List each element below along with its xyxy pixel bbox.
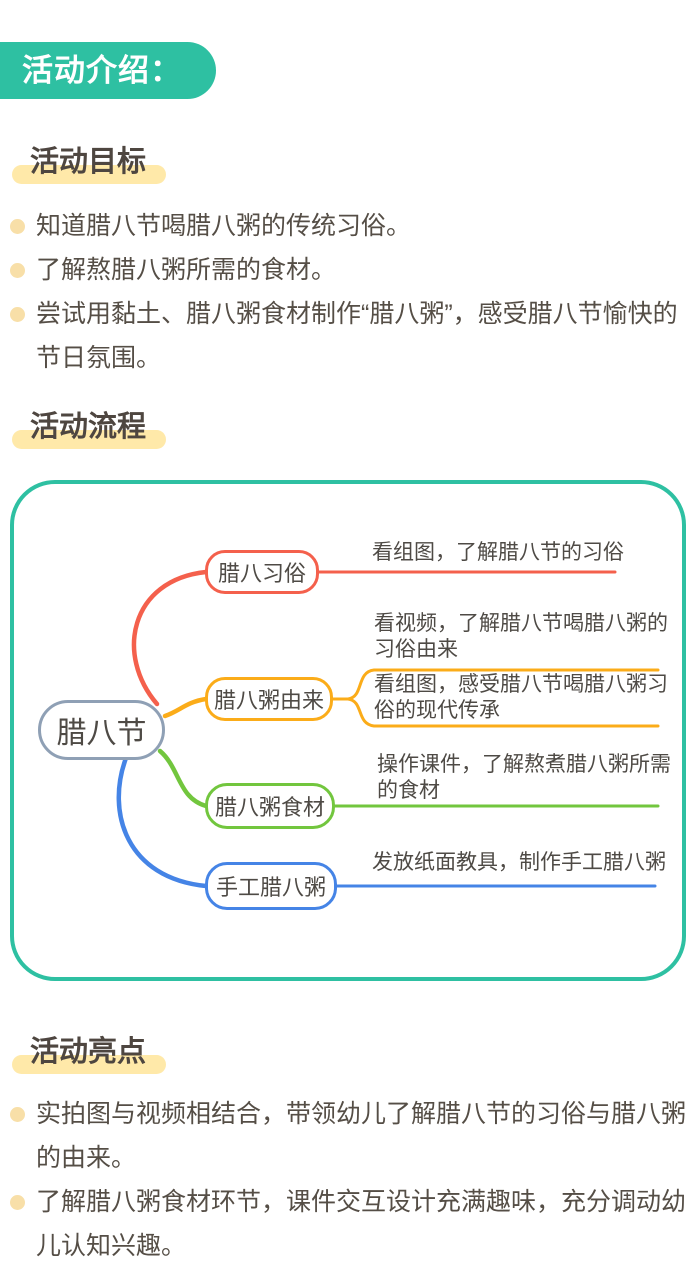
goal-text: 尝试用黏土、腊八粥食材制作“腊八粥”，感受腊八节愉快的节日氛围。 xyxy=(36,300,678,372)
list-item: 了解熬腊八粥所需的食材。 xyxy=(10,248,688,292)
bullet-dot-icon xyxy=(10,263,25,278)
goal-text: 知道腊八节喝腊八粥的传统习俗。 xyxy=(36,212,412,240)
goals-list: 知道腊八节喝腊八粥的传统习俗。 了解熬腊八粥所需的食材。 尝试用黏土、腊八粥食材… xyxy=(10,204,688,380)
bullet-dot-icon xyxy=(10,1195,25,1210)
branch4-curve xyxy=(116,755,209,889)
mindmap-leaf-text: 看组图，感受腊八节喝腊八粥习俗的现代传承 xyxy=(374,673,668,722)
section-title-highlights: 活动亮点 xyxy=(11,1028,167,1074)
intro-badge: 活动介绍： xyxy=(0,42,216,99)
mindmap: 腊八节 腊八习俗 腊八粥由来 腊八粥食材 手工腊八粥 看组图，了解腊八节的习俗 … xyxy=(10,480,686,981)
highlight-text: 了解腊八粥食材环节，课件交互设计充满趣味，充分调动幼儿认知兴趣。 xyxy=(36,1188,687,1260)
list-item: 尝试用黏土、腊八粥食材制作“腊八粥”，感受腊八节愉快的节日氛围。 xyxy=(10,292,688,380)
section-title-highlights-label: 活动亮点 xyxy=(11,1028,167,1074)
bullet-dot-icon xyxy=(10,219,25,234)
branch2-underline-1 xyxy=(346,668,660,701)
mindmap-frame xyxy=(10,480,686,981)
section-title-goals: 活动目标 xyxy=(11,138,167,184)
highlight-text: 实拍图与视频相结合，带领幼儿了解腊八节的习俗与腊八粥的由来。 xyxy=(36,1100,687,1172)
mindmap-branch-node: 手工腊八粥 xyxy=(205,862,337,910)
mindmap-root-node: 腊八节 xyxy=(38,700,165,760)
mindmap-branch-node: 腊八习俗 xyxy=(205,550,319,594)
mindmap-leaf-text: 看组图，了解腊八节的习俗 xyxy=(372,541,624,564)
mindmap-branch-node: 腊八粥由来 xyxy=(205,677,333,721)
branch3-curve xyxy=(157,748,209,809)
highlights-list: 实拍图与视频相结合，带领幼儿了解腊八节的习俗与腊八粥的由来。 了解腊八粥食材环节… xyxy=(10,1092,688,1268)
bullet-dot-icon xyxy=(10,307,25,322)
bullet-dot-icon xyxy=(10,1107,25,1122)
list-item: 实拍图与视频相结合，带领幼儿了解腊八节的习俗与腊八粥的由来。 xyxy=(10,1092,688,1180)
branch2-curve xyxy=(162,696,209,719)
mindmap-leaf-text: 发放纸面教具，制作手工腊八粥 xyxy=(372,851,666,874)
mindmap-connectors xyxy=(116,569,660,889)
section-title-goals-label: 活动目标 xyxy=(11,138,167,184)
goal-text: 了解熬腊八粥所需的食材。 xyxy=(36,256,337,284)
list-item: 了解腊八粥食材环节，课件交互设计充满趣味，充分调动幼儿认知兴趣。 xyxy=(10,1180,688,1268)
section-title-flow-label: 活动流程 xyxy=(11,403,167,449)
list-item: 知道腊八节喝腊八粥的传统习俗。 xyxy=(10,204,688,248)
section-title-flow: 活动流程 xyxy=(11,403,167,449)
mindmap-leaf-text: 操作课件，了解熬煮腊八粥所需的食材 xyxy=(377,753,671,802)
mindmap-leaf-text: 看视频，了解腊八节喝腊八粥的习俗由来 xyxy=(374,612,668,661)
mindmap-branch-node: 腊八粥食材 xyxy=(205,783,335,829)
branch1-curve xyxy=(131,569,209,707)
branch2-underline-2 xyxy=(346,697,660,728)
